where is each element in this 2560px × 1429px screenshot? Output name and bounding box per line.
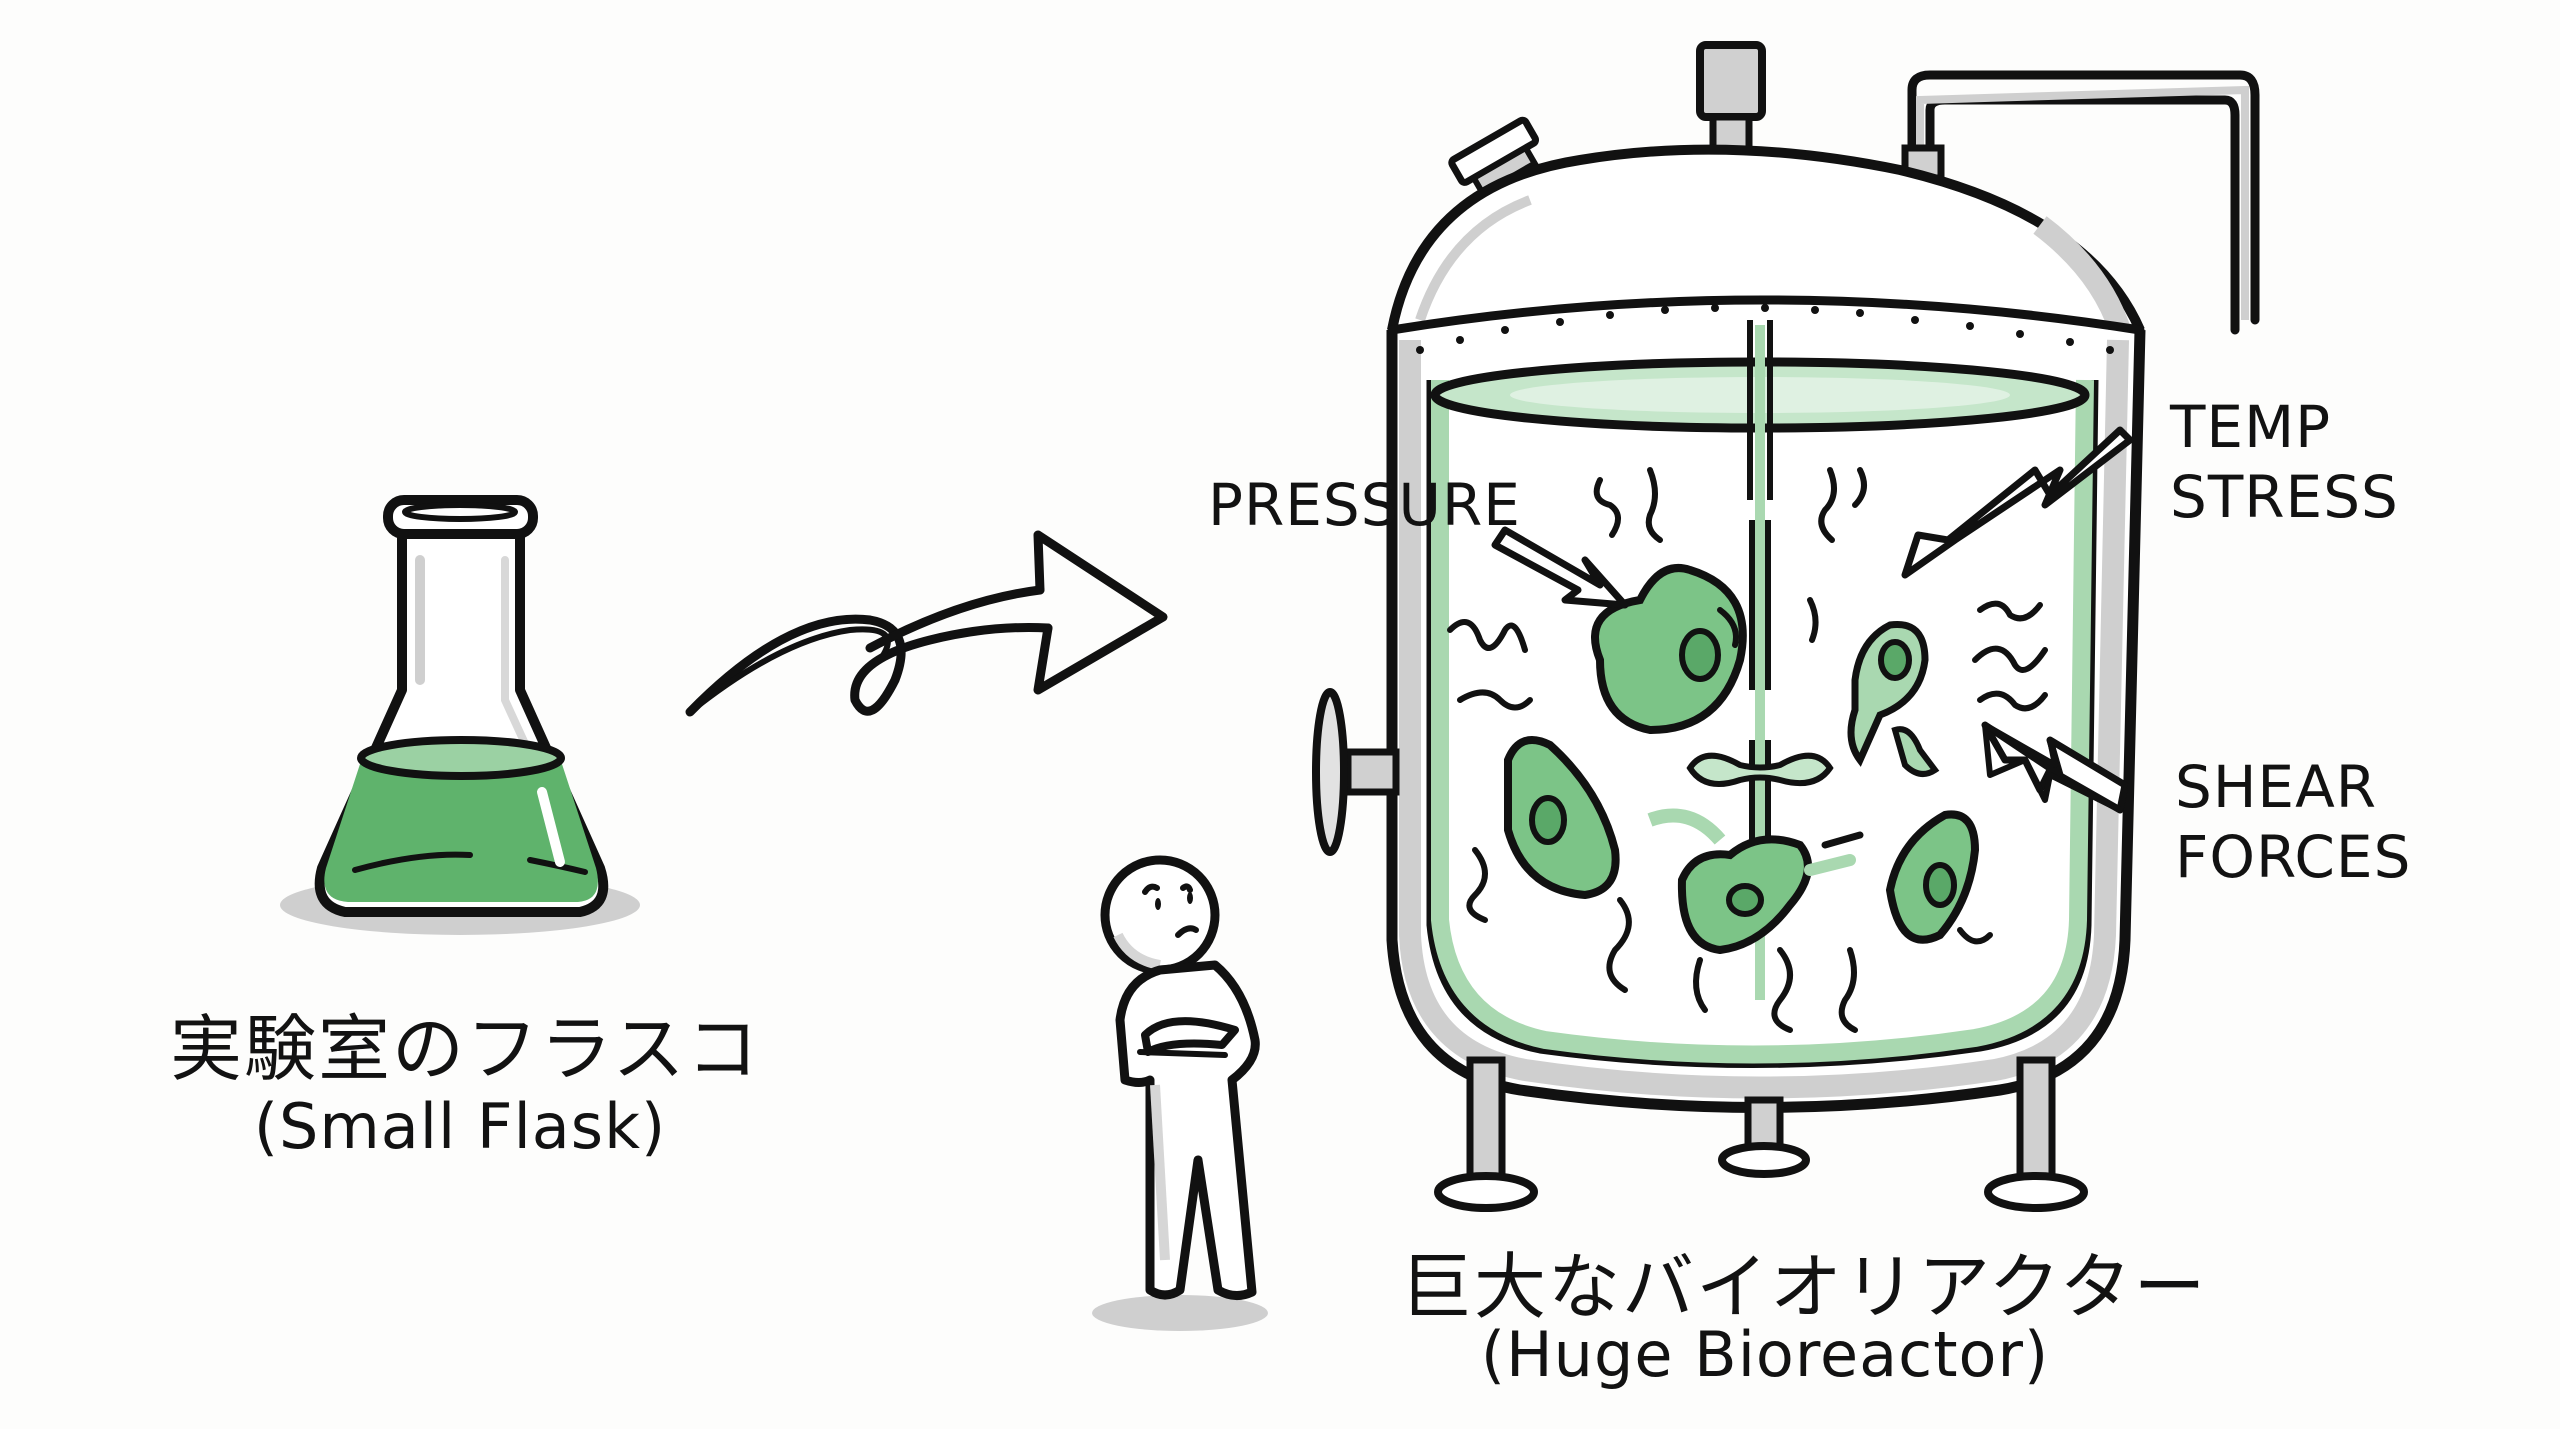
temp-stress-label-line-1: TEMP (2170, 393, 2332, 461)
temp-stress-label-line-2: STRESS (2170, 463, 2399, 531)
bioreactor-icon (1312, 41, 2260, 1212)
flask-label-jp: 実験室のフラスコ (170, 1007, 761, 1091)
bioreactor-label-jp: 巨大なバイオリアクター (1400, 1245, 2208, 1329)
shear-forces-label-line-2: FORCES (2175, 823, 2412, 891)
scale-up-arrow-icon (685, 530, 1168, 717)
flask-icon (280, 495, 640, 935)
pressure-label: PRESSURE (1208, 470, 1521, 540)
shear-forces-label: SHEAR FORCES (2175, 752, 2411, 892)
flask-label-en: (Small Flask) (253, 1090, 667, 1163)
bioreactor-label-en: (Huge Bioreactor) (1480, 1318, 2050, 1391)
cell-icon (1885, 810, 1980, 944)
cell-icon (1677, 835, 1812, 955)
temp-stress-label: TEMP STRESS (2170, 392, 2399, 532)
pressure-arrow-icon (1491, 526, 1629, 609)
turbulence-squiggles (1447, 467, 2048, 1033)
observer-figure-icon (1092, 855, 1268, 1331)
cell-icon (1504, 736, 1620, 900)
cell-fragment-icon (1647, 726, 1940, 876)
cell-icon (1591, 564, 1747, 735)
cell-icon (1847, 620, 1929, 767)
shear-forces-arrow-icon (1981, 721, 2129, 814)
stressed-cells (1504, 564, 1980, 955)
shear-forces-label-line-1: SHEAR (2175, 753, 2378, 821)
pressure-label-line-1: PRESSURE (1208, 471, 1521, 539)
temp-stress-arrow-icon (1901, 426, 2134, 579)
